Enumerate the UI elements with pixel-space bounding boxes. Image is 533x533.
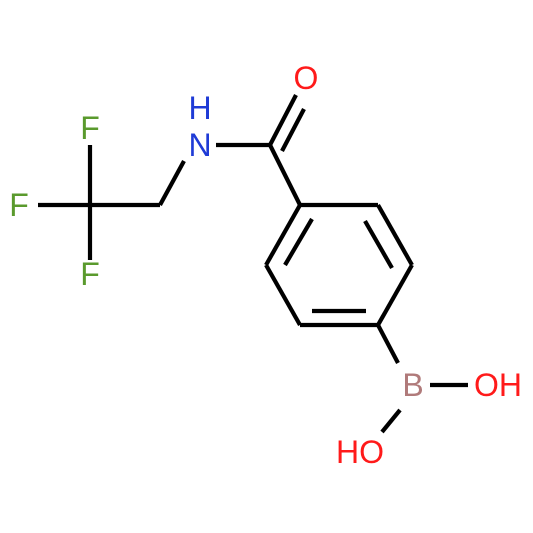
atom-n: N — [188, 127, 211, 163]
atom-ho-bottom: HO — [336, 434, 384, 470]
ring-bond-6 — [264, 203, 302, 267]
atom-f-top: F — [80, 110, 100, 146]
atom-b: B — [402, 367, 423, 403]
bond-carbonyl-to-ring — [268, 144, 302, 206]
atom-f-left: F — [9, 187, 29, 223]
ring-bond-3 — [376, 263, 414, 327]
atom-oh-right: OH — [474, 367, 522, 403]
ring-bond-2 — [376, 203, 414, 267]
bond-ring-to-boron — [376, 324, 400, 364]
atom-o-carbonyl: O — [294, 60, 319, 96]
atom-h-on-n: H — [188, 90, 211, 126]
ring-inner-double-1 — [363, 219, 394, 270]
ring-bond-5 — [264, 263, 302, 327]
bond-ch2-to-n — [158, 159, 186, 207]
bond-carbonyl-double-inner — [280, 108, 306, 152]
atom-f-bottom: F — [80, 256, 100, 292]
ring-inner-double-3 — [283, 217, 314, 267]
bond-layer — [38, 94, 468, 434]
bond-boron-to-ho-bottom — [380, 408, 402, 434]
atom-label-layer: F F F H N O B OH HO — [9, 60, 522, 470]
bond-carbonyl-double-outer — [268, 94, 298, 146]
